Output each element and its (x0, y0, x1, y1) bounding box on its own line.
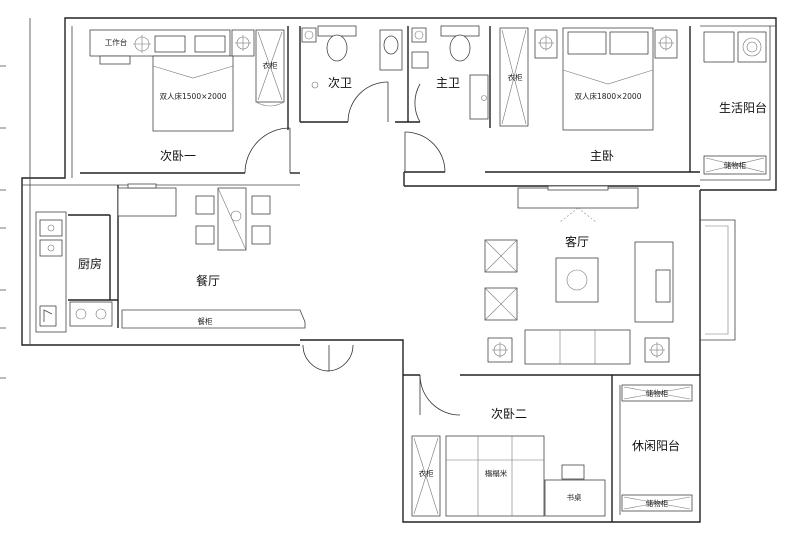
cabinet-dining-label: 餐柜 (198, 316, 213, 326)
doors (244, 81, 461, 416)
living-furniture (484, 185, 674, 365)
room-living-balcony: 生活阳台 (719, 100, 767, 115)
bed-1-label: 双人床1500×2000 (160, 91, 227, 101)
room-dining: 餐厅 (196, 273, 220, 288)
storage-top-label: 储物柜 (724, 160, 747, 170)
room-master-bath: 主卫 (436, 76, 460, 90)
dining-furniture: 餐柜 (121, 187, 306, 329)
tatami-label: 榻榻米 (485, 468, 508, 478)
room-kitchen: 厨房 (78, 256, 102, 271)
room-bedroom-1: 次卧一 (160, 149, 196, 163)
wardrobe-2-label: 衣柜 (419, 468, 434, 478)
study-desk-label: 书桌 (567, 492, 582, 502)
bedroom-1-furniture: 工作台 双人床1500×2000 衣柜 (89, 29, 285, 132)
bedroom-2-furniture: 衣柜 榻榻米 书桌 (411, 435, 606, 517)
outer-walls (21, 17, 777, 523)
room-bath-2: 次卫 (328, 76, 352, 90)
master-bedroom-furniture: 衣柜 双人床1800×2000 (499, 27, 678, 131)
wardrobe-1-label: 衣柜 (263, 60, 278, 70)
master-bath-fixtures (411, 25, 489, 120)
bed-master-label: 双人床1800×2000 (575, 91, 642, 101)
storage-leisure-bottom-label: 储物柜 (646, 498, 669, 508)
margin-ticks (0, 65, 6, 379)
living-balcony-fixtures: 储物柜 (703, 31, 767, 175)
kitchen-fixtures (35, 183, 177, 333)
room-master-bedroom: 主卧 (590, 149, 614, 163)
bay-window (700, 219, 736, 341)
room-living: 客厅 (565, 234, 589, 249)
room-labels: 次卧一 次卫 主卫 主卧 生活阳台 厨房 餐厅 客厅 次卧二 休闲阳台 (78, 76, 767, 453)
desk-label: 工作台 (105, 37, 128, 47)
room-bedroom-2: 次卧二 (491, 407, 527, 421)
bath-2-fixtures (301, 25, 403, 89)
leisure-balcony-fixtures: 储物柜 储物柜 (621, 384, 693, 512)
wardrobe-master-label: 衣柜 (508, 72, 523, 82)
storage-leisure-top-label: 储物柜 (646, 388, 669, 398)
room-leisure-balcony: 休闲阳台 (632, 438, 680, 453)
